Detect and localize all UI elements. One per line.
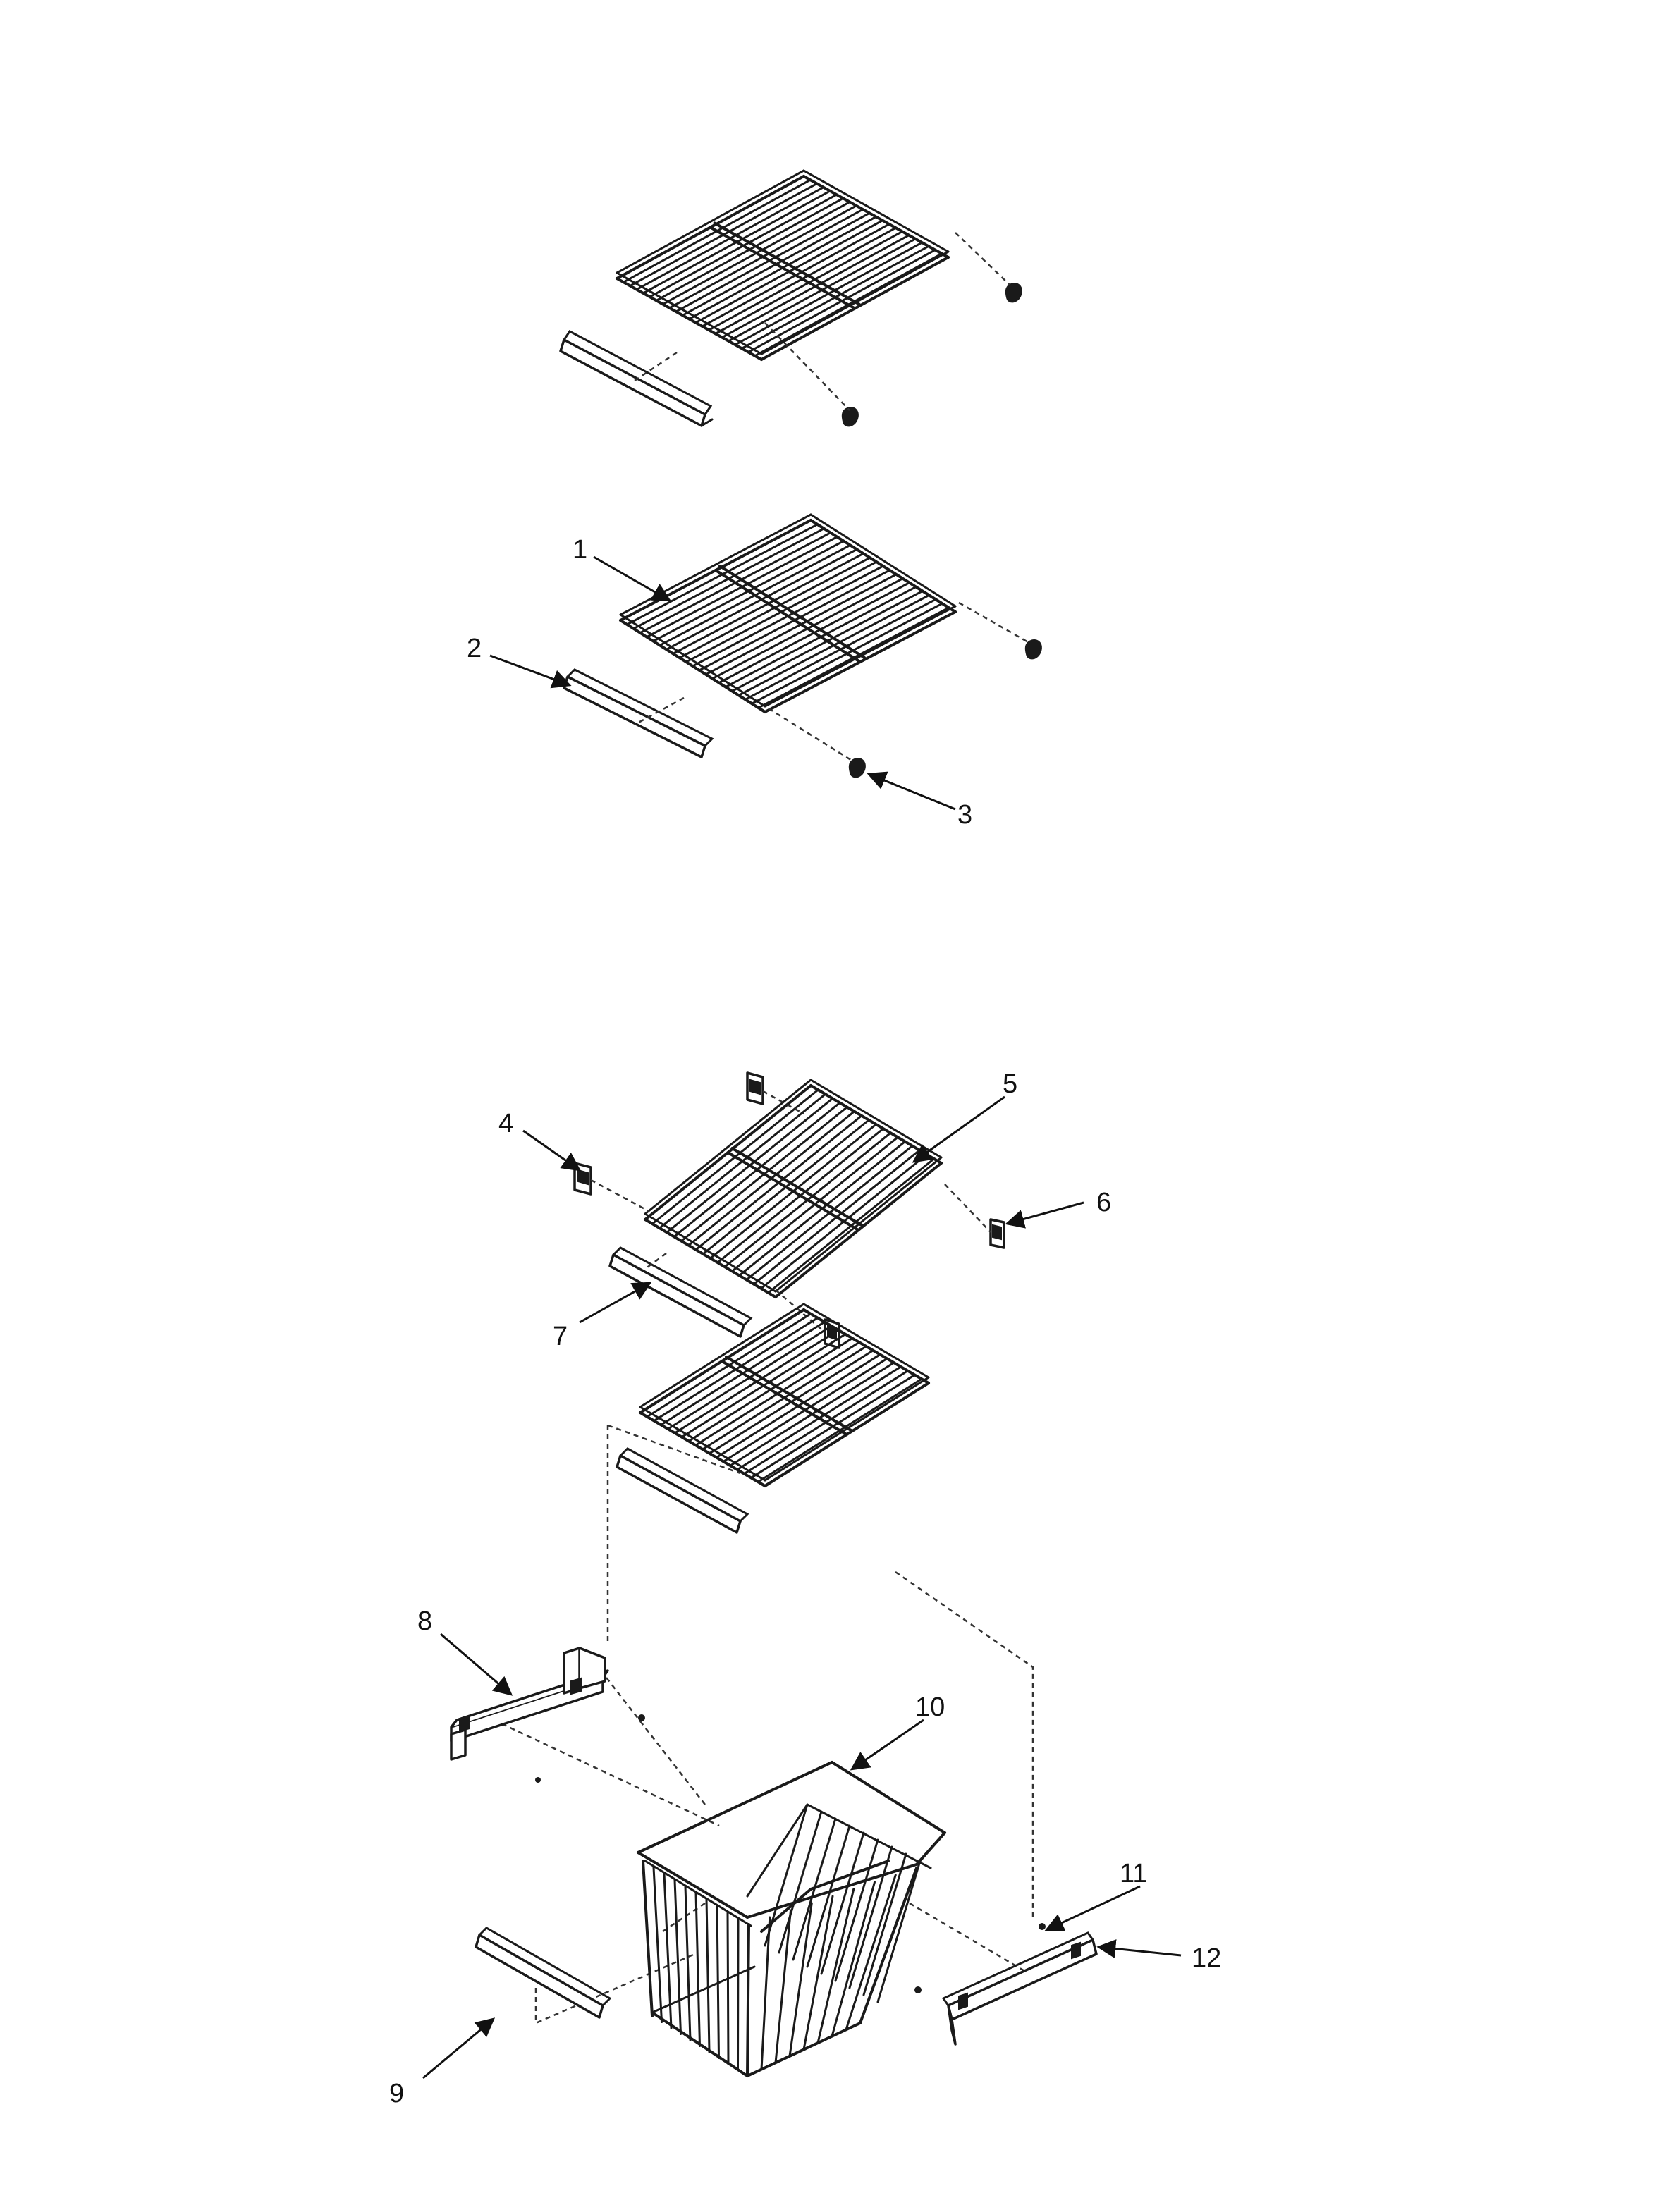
leader-1 [593, 555, 672, 602]
wire-shelf [639, 1303, 930, 1487]
callout-2: 2 [467, 634, 482, 663]
basket-rim [637, 1761, 833, 1854]
basket-rim [806, 1803, 932, 1869]
basket-trim [475, 1927, 612, 2019]
dashed-assembly-lines [590, 1090, 991, 1333]
basket-wire [845, 1874, 897, 2031]
basket-wire [876, 1860, 922, 2003]
shelf-crossbar [725, 1356, 852, 1432]
shelf-frame [802, 169, 950, 253]
wire-basket [637, 1761, 946, 2077]
leader-2 [489, 654, 572, 689]
callout-6: 6 [1096, 1188, 1111, 1217]
wire-shelf-top [616, 169, 950, 361]
shelf-trim [616, 1447, 749, 1534]
basket-divider [809, 1860, 890, 1891]
basket-rim [746, 1803, 809, 1898]
wire-shelf [644, 1079, 943, 1298]
basket-wire [760, 1916, 771, 2071]
leader-8 [440, 1633, 513, 1696]
shelf-support-clip [848, 639, 1042, 778]
shelf-crossbar [726, 1151, 860, 1231]
basket-rim [644, 1860, 752, 1927]
shelf-frame [644, 1212, 777, 1293]
leader-4 [522, 1129, 582, 1172]
callout-leaders [422, 555, 1182, 2079]
callout-12: 12 [1192, 1943, 1221, 1973]
callout-5: 5 [1003, 1069, 1017, 1099]
basket-rim [831, 1761, 946, 1834]
basket-wire [788, 1902, 813, 2058]
shelf-frame [809, 513, 957, 608]
shelf-trim-top [559, 330, 714, 427]
callout-4: 4 [498, 1109, 513, 1138]
basket-rim [637, 1851, 749, 1919]
shelf-trim [608, 1246, 753, 1338]
shelf-crossbar [714, 569, 862, 663]
callout-7: 7 [553, 1322, 568, 1351]
leader-7 [579, 1282, 652, 1324]
shelf-frame [616, 169, 805, 274]
basket-wire [705, 1898, 711, 2053]
callout-8: 8 [417, 1606, 432, 1636]
callout-11: 11 [1120, 1859, 1147, 1888]
shelf-frame [639, 1406, 766, 1482]
callout-9: 9 [389, 2079, 404, 2108]
dashed-assembly-lines [493, 1424, 1034, 2024]
basket-wire [673, 1879, 682, 2035]
drawer-slide-right [914, 1923, 1098, 2046]
callout-3: 3 [957, 800, 972, 830]
basket-wire [684, 1885, 692, 2041]
basket-wire [774, 1909, 792, 2064]
basket-wire [806, 1824, 851, 1968]
callout-1: 1 [573, 535, 587, 565]
basket-rim [915, 1831, 946, 1866]
leader-11 [1044, 1885, 1141, 1931]
basket-wire [652, 1866, 663, 2023]
basket-wire [663, 1872, 673, 2029]
basket-post [746, 1923, 750, 2077]
shelf-frame [639, 1303, 805, 1408]
callout-10: 10 [915, 1692, 945, 1722]
shelf-support-clip [841, 282, 1022, 427]
shelf-crossbar [730, 1147, 864, 1227]
basket-divider [760, 1888, 812, 1933]
basket-wire [862, 1852, 907, 1996]
callout-labels: 1 2 3 4 5 6 7 8 9 10 11 12 [389, 535, 1221, 2108]
basket-post [642, 1860, 654, 2017]
dashed-assembly-lines [634, 601, 1030, 763]
shelf-crossbar [718, 565, 866, 659]
leader-9 [422, 2017, 496, 2079]
basket-wire [820, 1831, 865, 1975]
basket-wire [778, 1810, 823, 1954]
basket-wire [694, 1891, 701, 2047]
wire-shelf [619, 513, 957, 713]
leader-6 [1005, 1201, 1084, 1229]
basket-wire [802, 1895, 834, 2051]
leader-10 [850, 1719, 924, 1771]
basket-wire [831, 1881, 876, 2038]
basket-post [859, 1867, 918, 2024]
dashed-assembly-lines [634, 232, 1010, 411]
basket-wire [737, 1917, 740, 2071]
shelf-crossbar [721, 1360, 848, 1436]
drawer-slide-left [450, 1647, 645, 1783]
shelf-crossbar [709, 226, 857, 310]
shelf-frame [802, 1303, 930, 1379]
basket-wire [834, 1838, 879, 1982]
basket-wire [848, 1845, 893, 1989]
leader-3 [867, 771, 956, 811]
shelf-trim [563, 668, 714, 758]
leader-5 [912, 1095, 1005, 1163]
shelf-crossbar [713, 221, 861, 306]
basket-wire [816, 1888, 855, 2044]
basket-wire [716, 1904, 720, 2059]
leader-12 [1096, 1939, 1182, 1958]
